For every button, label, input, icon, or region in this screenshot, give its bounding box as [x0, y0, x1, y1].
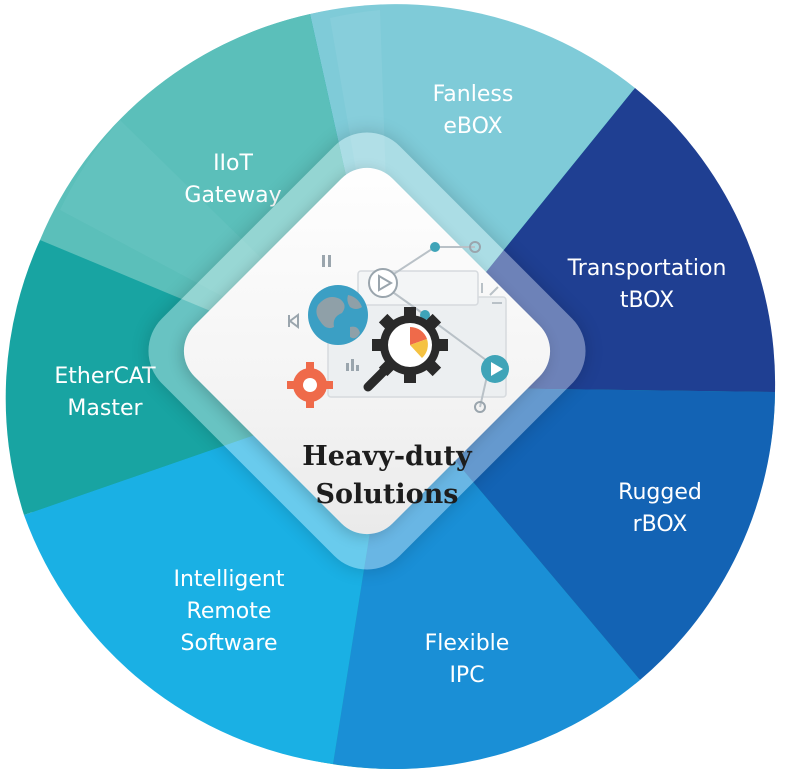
segment-label-remote: Remote — [187, 599, 272, 624]
bar-chart-icon — [346, 359, 359, 371]
segment-label-rbox: rBOX — [633, 512, 688, 537]
play-triangle — [378, 274, 393, 292]
segment-rugged-rbox[interactable] — [393, 387, 775, 680]
segment-label-tbox: tBOX — [620, 288, 674, 313]
sparkle-icon — [481, 283, 502, 304]
segment-label-ipc: IPC — [449, 663, 484, 688]
solutions-illustration — [287, 241, 509, 413]
node-ring — [469, 241, 481, 253]
node-dot — [430, 242, 440, 252]
small-gear-icon — [287, 362, 333, 408]
pie-slice — [410, 326, 427, 345]
segment-label-transportation: Transportation — [567, 256, 727, 281]
segment-label-software: Software — [181, 631, 278, 656]
globe-continent — [347, 295, 362, 309]
segment-label-fanless: Fanless — [433, 82, 514, 107]
segment-label-flexible: Flexible — [425, 631, 510, 656]
center-title: Heavy-duty Solutions — [262, 438, 512, 514]
play-icon — [368, 268, 398, 298]
globe-continent — [350, 326, 360, 339]
gear-icon — [372, 307, 448, 383]
segment-label-iiot: IIoT — [213, 151, 253, 176]
pie-slice — [410, 339, 428, 358]
center-title-line-1: Heavy-duty — [302, 441, 472, 472]
globe-continent — [316, 297, 345, 329]
segment-label-rugged: Rugged — [618, 480, 702, 505]
node-dot — [420, 310, 430, 320]
node-ring — [474, 401, 486, 413]
center-title-line-2: Solutions — [315, 479, 459, 510]
segment-label-master: Master — [67, 396, 143, 421]
magnifier-handle — [363, 363, 392, 392]
segment-label-ethercat: EtherCAT — [54, 364, 156, 389]
segment-label-intelligent: Intelligent — [174, 567, 285, 592]
play-triangle — [491, 362, 503, 376]
segment-label-gateway: Gateway — [184, 183, 281, 208]
rewind-icon — [288, 313, 299, 329]
pause-icon — [328, 255, 331, 267]
segment-label-ebox: eBOX — [443, 114, 502, 139]
pause-icon — [322, 255, 325, 267]
